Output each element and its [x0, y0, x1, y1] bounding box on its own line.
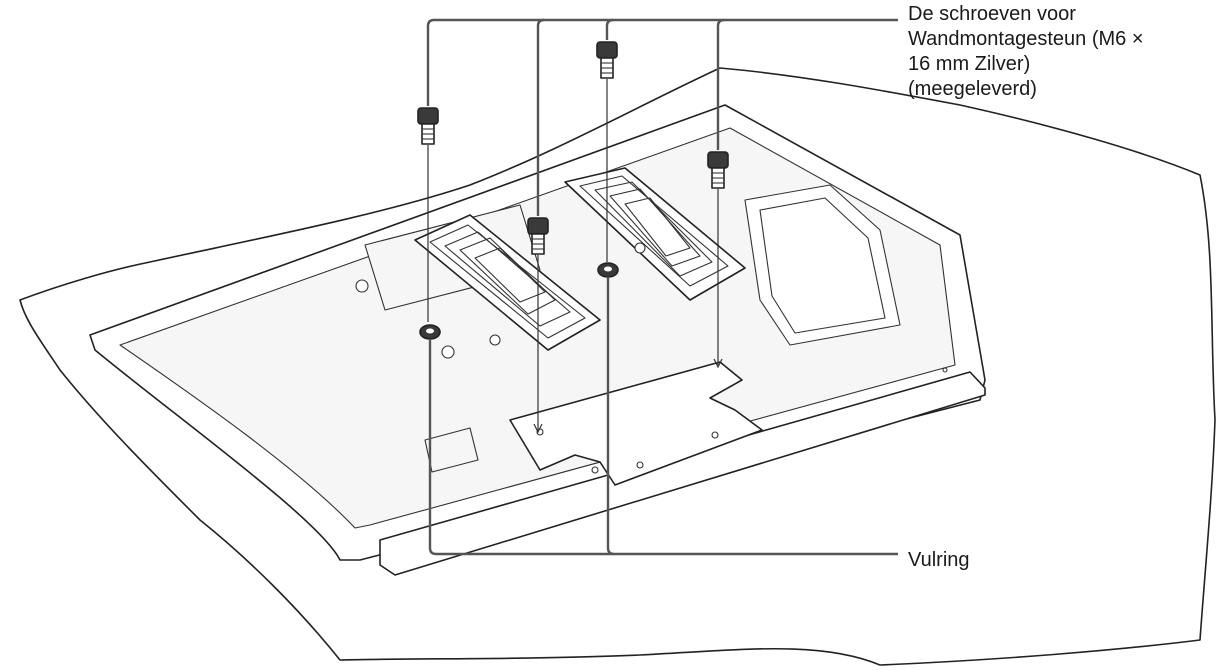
left-mount-bracket	[414, 214, 601, 351]
mount-hole	[489, 334, 501, 346]
mount-hole	[591, 466, 599, 474]
washer-label: Vulring	[908, 549, 970, 571]
screw-label-line-1: De schroeven voor	[908, 3, 1076, 25]
mount-hole	[355, 279, 369, 293]
screw-icon	[417, 107, 439, 145]
mount-hole	[711, 431, 719, 439]
insertion-arrows	[427, 79, 723, 434]
mount-hole	[636, 461, 644, 469]
tv-rear-plate	[509, 361, 763, 486]
screw-label-line-4: (meegeleverd)	[908, 78, 1037, 100]
washer-callout-lines	[428, 278, 898, 556]
tv-stand-base	[379, 371, 986, 576]
screw-label-line-3: 16 mm Zilver)	[908, 53, 1031, 75]
screw-icon	[527, 217, 549, 255]
mount-hole	[441, 345, 455, 359]
right-mount-bracket	[564, 167, 746, 301]
washer-icon	[419, 324, 441, 340]
screw-label-line-2: Wandmontagesteun (M6 ×	[908, 28, 1144, 50]
screw-callout-lines	[426, 18, 898, 216]
mount-hole	[634, 242, 646, 254]
screw-label: De schroeven voor Wandmontagesteun (M6 ×…	[908, 2, 1144, 102]
mount-hole	[942, 367, 948, 373]
screw-icon	[596, 41, 618, 79]
tv-side-frame-inner	[759, 197, 886, 334]
screw-icon	[707, 151, 729, 189]
washer-icon	[597, 262, 619, 278]
tv-side-frame	[744, 184, 901, 346]
